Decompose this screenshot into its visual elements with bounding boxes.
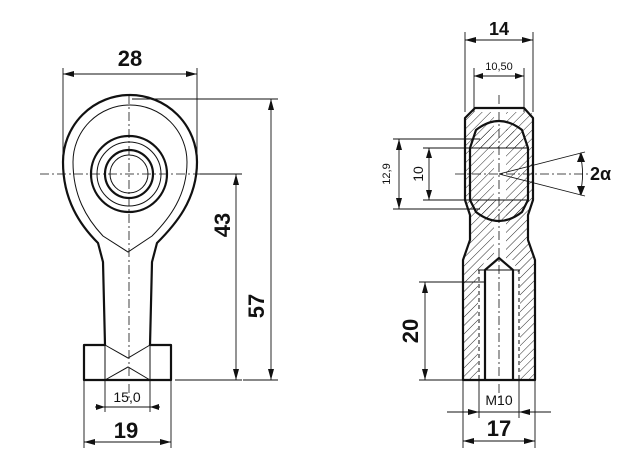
side-view: 14 10,50 12,9 10 — [381, 19, 611, 448]
dimension-thread: M10 — [447, 380, 551, 418]
label-eye-to-end: 43 — [210, 213, 235, 237]
eye-ring — [72, 104, 188, 253]
label-overall-length: 57 — [244, 294, 269, 318]
dimension-ball-width: 10,50 — [473, 61, 525, 112]
dimension-overall-length: 57 — [132, 98, 278, 381]
dimension-thread-depth: 20 — [398, 281, 485, 381]
label-side-width: 14 — [489, 19, 509, 39]
label-hex-flat: 15,0 — [113, 389, 140, 405]
label-side-body-width: 17 — [487, 416, 511, 441]
dimension-eye-width: 28 — [62, 46, 198, 160]
tilt-line-down — [498, 173, 586, 197]
ball-hatch-top — [476, 128, 523, 148]
dimension-body-width: 19 — [83, 380, 172, 448]
label-bore: 10 — [410, 166, 426, 182]
label-thread: M10 — [485, 392, 512, 408]
hex-chamfer — [104, 344, 151, 381]
label-eye-width: 28 — [118, 46, 142, 71]
label-tilt-angle: 2α — [590, 164, 611, 184]
label-bore-outer: 12,9 — [381, 163, 393, 184]
dimension-bore-outer: 12,9 — [381, 138, 480, 210]
tilt-line-up — [498, 151, 586, 175]
label-body-width: 19 — [114, 418, 138, 443]
front-view: 28 43 57 15,0 — [40, 46, 278, 448]
ball-hatch-bottom — [476, 200, 523, 220]
dimension-bore: 10 — [410, 147, 470, 201]
label-ball-width: 10,50 — [485, 61, 513, 73]
dimension-side-body-width: 17 — [462, 380, 536, 448]
dimension-eye-to-end: 43 — [175, 173, 242, 381]
rod-end-outline — [61, 93, 199, 382]
label-thread-depth: 20 — [398, 319, 423, 343]
dimension-tilt-angle: 2α — [577, 152, 611, 196]
dimension-side-width: 14 — [464, 19, 534, 112]
dimension-hex-flat: 15,0 — [95, 380, 160, 412]
threaded-bore — [483, 256, 515, 380]
